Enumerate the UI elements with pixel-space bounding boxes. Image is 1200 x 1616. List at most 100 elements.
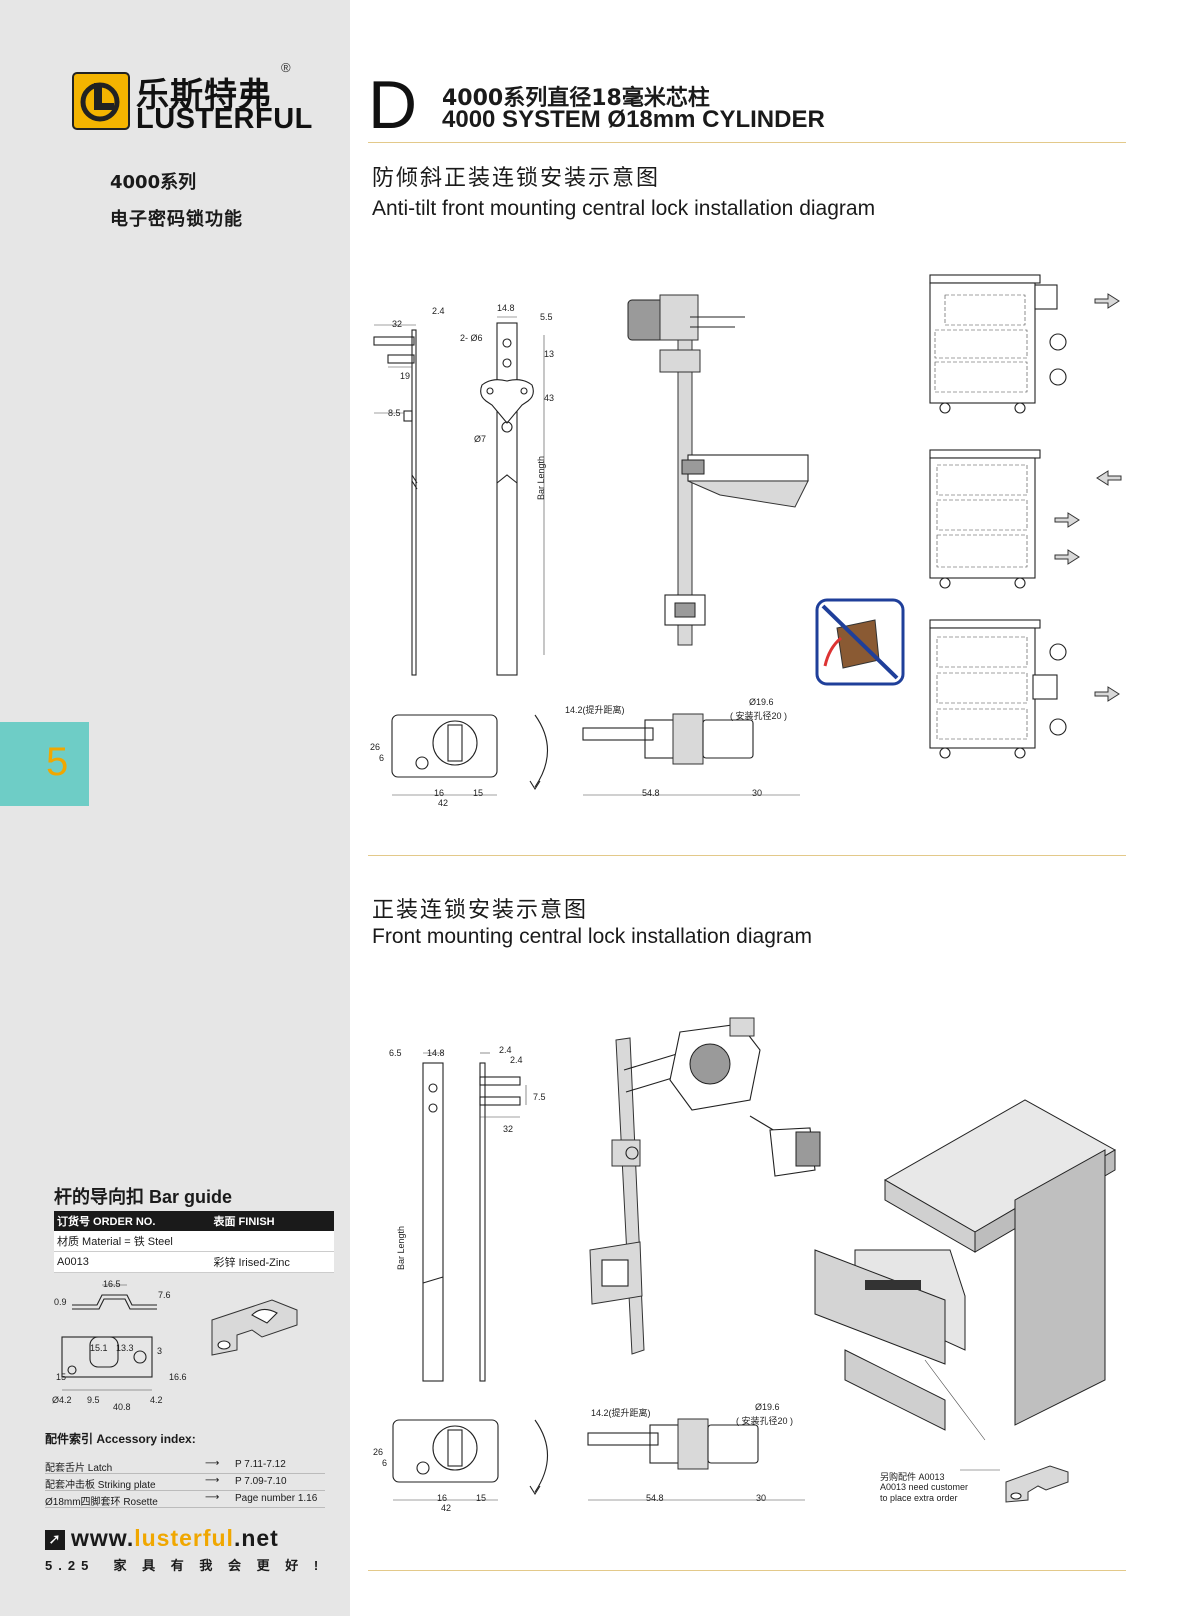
s1-dim-24: 2.4 [432,306,445,316]
accessory-name: 配套舌片 Latch [45,1463,113,1474]
section1-lock-side-view [582,713,800,796]
arrow-right-icon: ⟶ [205,1492,220,1503]
s2-dim-65: 6.5 [389,1048,402,1058]
s2-dim-26: 26 [373,1447,384,1457]
s2-dim-16: 16 [437,1493,448,1503]
s1-dim-6: 6 [379,753,385,763]
section1-bar-front-view [480,316,545,676]
s2-dim-6: 6 [382,1458,388,1468]
s1-lift: 14.2(提升距离) [565,705,625,715]
section2-lock-side-view [587,1418,805,1501]
section1-lock-front-view [391,714,549,796]
s1-dim-548: 54.8 [642,788,660,798]
bg-dim-165: 16.5 [103,1279,121,1289]
slogan-text: 家 具 有 我 会 更 好 ! [113,1558,325,1573]
section1-cabinet-middle [929,449,1122,589]
bg-dim-151: 15.1 [90,1343,108,1353]
section-letter: D [368,67,418,143]
registered-mark: ® [281,60,291,75]
section2-bar-side-view [479,1052,527,1382]
bg-dim-95: 9.5 [87,1395,100,1405]
s1-dim-32: 32 [392,319,403,329]
s2-dim-24a: 2.4 [499,1045,512,1055]
header-divider [368,142,1126,143]
s2-note-cn: 另购配件 A0013 [880,1472,945,1482]
bg-dim-76: 7.6 [158,1290,171,1300]
bg-dim-408: 40.8 [113,1402,131,1412]
s2-bar-length: Bar Length [396,1225,406,1270]
s1-dim-26: 26 [370,742,381,752]
s2-dim-75: 7.5 [533,1092,546,1102]
page-title-en: 4000 SYSTEM Ø18mm CYLINDER [442,106,825,133]
s2-note-en1: A0013 need customer [880,1482,969,1492]
series-label: 4000系列 [110,172,197,193]
section2-bar-front-view [422,1052,444,1382]
s1-dim-148: 14.8 [497,303,515,313]
bg-dim-42: 4.2 [150,1395,163,1405]
material-cell: 材质 Material = 铁 Steel [54,1231,334,1252]
s2-dim-o196: Ø19.6 [755,1402,780,1412]
page-tab: 5 [0,722,89,806]
page-tab-number: 5 [46,740,69,784]
s1-dim-13: 13 [544,349,555,359]
bg-dim-166: 16.6 [169,1372,187,1382]
accessory-row: 配套舌片 Latch ⟶ P 7.11-7.12 [45,1457,325,1474]
s2-dim-548: 54.8 [646,1493,664,1503]
s1-dim-55: 5.5 [540,312,553,322]
bg-dim-133: 13.3 [116,1343,134,1353]
function-label: 电子密码锁功能 [110,209,243,230]
arrow-icon: ➚ [45,1530,65,1550]
section1-cabinet-top [929,274,1120,414]
s2-dim-148: 14.8 [427,1048,445,1058]
bg-dim-o42: Ø4.2 [52,1395,72,1405]
s2-dim-32: 32 [503,1124,514,1134]
s2-note-en2: to place extra order [880,1493,958,1503]
s1-dim-85: 8.5 [388,408,401,418]
section2-bar-guide-part [960,1465,1069,1503]
footer-slogan: 5.25 家 具 有 我 会 更 好 ! [45,1555,324,1574]
website-prefix: www. [71,1525,135,1551]
accessory-row: Ø18mm四脚套环 Rosette ⟶ Page number 1.16 [45,1491,325,1508]
s1-dim-19: 19 [400,371,411,381]
footer-divider [368,1570,1126,1571]
col-order-no: 订货号 ORDER NO. [54,1211,211,1231]
brand-name-en: LUSTERFUL [136,103,313,135]
section1-cabinet-bottom [929,619,1120,759]
s1-hole: ( 安装孔径20 ) [730,711,788,721]
bar-guide-table: 订货号 ORDER NO. 表面 FINISH 材质 Material = 铁 … [54,1211,334,1273]
lusterful-logo-icon [72,72,130,130]
accessory-index-list: 配套舌片 Latch ⟶ P 7.11-7.12 配套冲击板 Striking … [45,1457,325,1508]
s2-dim-15: 15 [476,1493,487,1503]
section2-title-cn: 正装连锁安装示意图 [372,898,589,923]
section2-cabinet-iso [814,1099,1117,1441]
no-tilt-warning-icon [815,598,905,686]
brand-logo: 乐斯特弗 LUSTERFUL ® [72,60,312,135]
col-finish: 表面 FINISH [210,1211,334,1231]
accessory-page: P 7.09-7.10 [235,1476,287,1487]
s1-dim-42: 42 [438,798,449,808]
s2-hole: ( 安装孔径20 ) [736,1416,794,1426]
sidebar [0,0,350,1616]
accessory-index-title: 配件索引 Accessory index: [45,1432,196,1446]
finish-cell: 彩锌 Irised-Zinc [210,1251,334,1273]
s1-dim-15: 15 [473,788,484,798]
accessory-page: P 7.11-7.12 [235,1459,286,1470]
s2-lift: 14.2(提升距离) [591,1408,651,1418]
section1-title-en: Anti-tilt front mounting central lock in… [372,197,876,220]
page-title-cn: 4000系列直径18毫米芯柱 [442,86,710,111]
section1-bar-side-view [373,324,418,676]
s2-dim-42: 42 [441,1503,452,1513]
bg-dim-15: 15 [56,1372,67,1382]
brand-name-cn: 乐斯特弗 [136,75,272,114]
s1-dim-16: 16 [434,788,445,798]
section2-lock-iso [589,1017,821,1355]
order-no-cell: A0013 [54,1251,211,1273]
s1-bar-length: Bar Length [536,455,546,500]
bg-dim-3: 3 [157,1346,163,1356]
website-suffix: .net [233,1525,279,1551]
website-link[interactable]: ➚www.lusterful.net [45,1525,279,1552]
bar-guide-title: 杆的导向扣 Bar guide [54,1187,233,1207]
bar-guide-drawing [61,1284,298,1391]
page-number: 5.25 [45,1558,95,1573]
section-divider [368,855,1126,856]
